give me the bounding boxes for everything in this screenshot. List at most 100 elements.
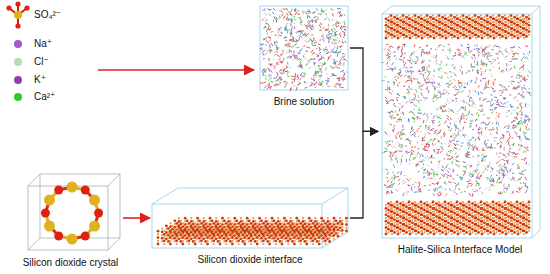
atom bbox=[465, 22, 468, 25]
molecule bbox=[326, 51, 328, 54]
atom bbox=[480, 30, 483, 33]
atom bbox=[427, 24, 429, 26]
atom bbox=[291, 227, 294, 230]
atom bbox=[345, 223, 348, 226]
atom bbox=[337, 222, 340, 225]
molecule bbox=[325, 80, 329, 81]
atom bbox=[471, 35, 473, 37]
atom bbox=[513, 32, 515, 34]
molecule bbox=[297, 36, 299, 38]
atom bbox=[438, 21, 441, 24]
molecule bbox=[285, 71, 286, 72]
atom bbox=[426, 24, 428, 26]
molecule bbox=[296, 87, 298, 91]
molecule bbox=[267, 87, 268, 90]
atom bbox=[390, 24, 392, 26]
molecule bbox=[301, 21, 303, 24]
atom bbox=[511, 31, 513, 33]
atom bbox=[481, 37, 484, 40]
molecule bbox=[304, 58, 308, 60]
atom bbox=[248, 219, 251, 222]
atom bbox=[248, 228, 250, 230]
molecule bbox=[314, 39, 315, 41]
atom bbox=[433, 21, 435, 23]
molecule bbox=[285, 83, 286, 85]
molecule bbox=[295, 12, 297, 14]
atom bbox=[505, 27, 507, 29]
atom bbox=[474, 21, 477, 24]
molecule bbox=[306, 50, 309, 52]
atom bbox=[475, 31, 477, 33]
molecule bbox=[298, 37, 300, 41]
molecule bbox=[324, 49, 326, 51]
atom bbox=[523, 24, 525, 26]
atom bbox=[271, 225, 273, 227]
atom bbox=[495, 19, 498, 22]
atom bbox=[453, 29, 456, 32]
atom bbox=[402, 33, 405, 36]
molecule bbox=[332, 35, 333, 37]
molecule bbox=[321, 66, 322, 67]
molecule bbox=[285, 27, 286, 31]
atom bbox=[390, 33, 393, 36]
atom bbox=[320, 217, 323, 220]
molecule bbox=[290, 24, 292, 27]
molecule bbox=[302, 11, 303, 12]
molecule bbox=[319, 47, 321, 50]
atom bbox=[396, 21, 398, 23]
atom bbox=[513, 22, 516, 25]
atom bbox=[225, 230, 227, 232]
atom bbox=[268, 243, 271, 246]
atom bbox=[275, 222, 278, 225]
molecule bbox=[335, 23, 336, 25]
atom bbox=[432, 34, 434, 36]
molecule bbox=[293, 46, 294, 47]
atom bbox=[427, 33, 430, 36]
molecule bbox=[318, 79, 320, 80]
molecule bbox=[333, 24, 335, 26]
atom bbox=[507, 32, 510, 35]
molecule bbox=[311, 82, 314, 83]
molecule bbox=[316, 71, 317, 74]
atom bbox=[429, 26, 431, 28]
atom bbox=[427, 27, 430, 30]
molecule bbox=[326, 74, 328, 75]
oxygen-atom bbox=[54, 232, 63, 241]
brine-molecules bbox=[260, 8, 348, 91]
atom bbox=[274, 233, 277, 236]
molecule bbox=[291, 27, 293, 30]
atom bbox=[429, 22, 432, 25]
molecule bbox=[298, 65, 299, 67]
atom bbox=[505, 30, 508, 33]
molecule bbox=[317, 13, 319, 15]
atom bbox=[385, 30, 388, 33]
molecule bbox=[331, 9, 334, 10]
atom bbox=[525, 32, 527, 34]
atom bbox=[188, 230, 190, 232]
atom bbox=[501, 29, 504, 32]
atom bbox=[293, 236, 296, 239]
atom bbox=[481, 30, 484, 33]
molecule bbox=[299, 78, 301, 80]
atom bbox=[433, 30, 436, 33]
molecule bbox=[281, 9, 283, 12]
molecule bbox=[323, 11, 325, 13]
atom bbox=[295, 217, 298, 220]
atom bbox=[463, 21, 466, 24]
atom bbox=[504, 30, 507, 33]
atom bbox=[233, 217, 236, 220]
atom bbox=[396, 27, 398, 29]
atom bbox=[238, 243, 240, 245]
atom bbox=[510, 33, 513, 36]
atom bbox=[523, 33, 526, 36]
molecule bbox=[311, 25, 313, 28]
atom bbox=[528, 30, 531, 33]
atom bbox=[188, 222, 191, 225]
atom bbox=[341, 226, 343, 228]
atom bbox=[169, 243, 172, 246]
atom bbox=[269, 222, 271, 224]
atom bbox=[462, 21, 465, 24]
molecule bbox=[265, 30, 267, 32]
atom bbox=[324, 233, 327, 236]
molecule bbox=[335, 51, 337, 52]
